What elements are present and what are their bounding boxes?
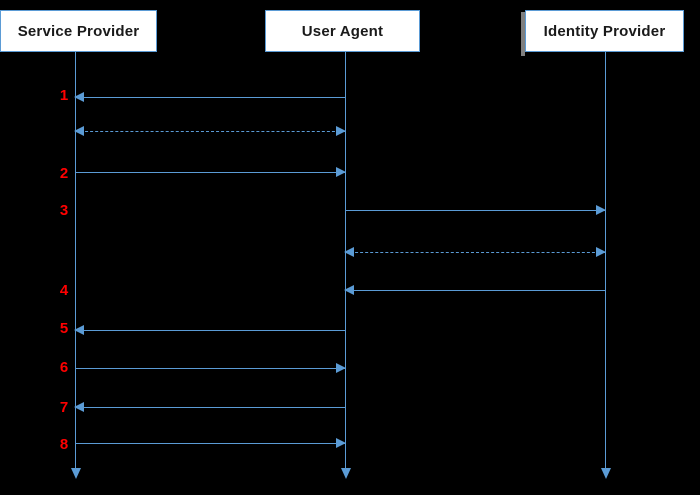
arrowhead-right-icon (596, 205, 606, 215)
participant-label-sp: Service Provider (17, 22, 140, 40)
message-line (75, 172, 345, 173)
participant-label-idp: Identity Provider (543, 22, 666, 40)
message-line (345, 210, 605, 211)
step-number-marker: 4 (59, 282, 69, 299)
arrowhead-right-icon (336, 363, 346, 373)
message-line (75, 131, 345, 132)
arrowhead-left-icon (344, 247, 354, 257)
step-number-marker: 5 (59, 320, 69, 337)
step-number-marker: 3 (59, 202, 69, 219)
participant-box-ua[interactable]: User Agent (265, 10, 420, 52)
arrowhead-left-icon (74, 325, 84, 335)
lifeline-idp (605, 52, 606, 468)
participant-label-ua: User Agent (301, 22, 384, 40)
message-line (75, 368, 345, 369)
lifeline-sp (75, 52, 76, 468)
message-line (345, 290, 605, 291)
arrowhead-right-icon (596, 247, 606, 257)
participant-box-idp[interactable]: Identity Provider (525, 10, 684, 52)
lifeline-arrowhead-sp (70, 468, 81, 479)
arrowhead-left-icon (74, 92, 84, 102)
arrowhead-left-icon (74, 402, 84, 412)
lifeline-arrowhead-ua (340, 468, 351, 479)
message-line (75, 443, 345, 444)
step-number-marker: 1 (59, 87, 69, 104)
message-line (75, 97, 345, 98)
arrowhead-left-icon (344, 285, 354, 295)
arrowhead-right-icon (336, 438, 346, 448)
step-number-marker: 6 (59, 359, 69, 376)
message-line (345, 252, 605, 253)
step-number-marker: 2 (59, 165, 69, 182)
message-line (75, 407, 345, 408)
arrowhead-right-icon (336, 126, 346, 136)
step-number-marker: 7 (59, 399, 69, 416)
message-line (75, 330, 345, 331)
participant-box-sp[interactable]: Service Provider (0, 10, 157, 52)
arrowhead-right-icon (336, 167, 346, 177)
lifeline-arrowhead-idp (600, 468, 611, 479)
participant-box-shadow (521, 12, 525, 56)
lifeline-ua (345, 52, 346, 468)
arrowhead-left-icon (74, 126, 84, 136)
step-number-marker: 8 (59, 436, 69, 453)
